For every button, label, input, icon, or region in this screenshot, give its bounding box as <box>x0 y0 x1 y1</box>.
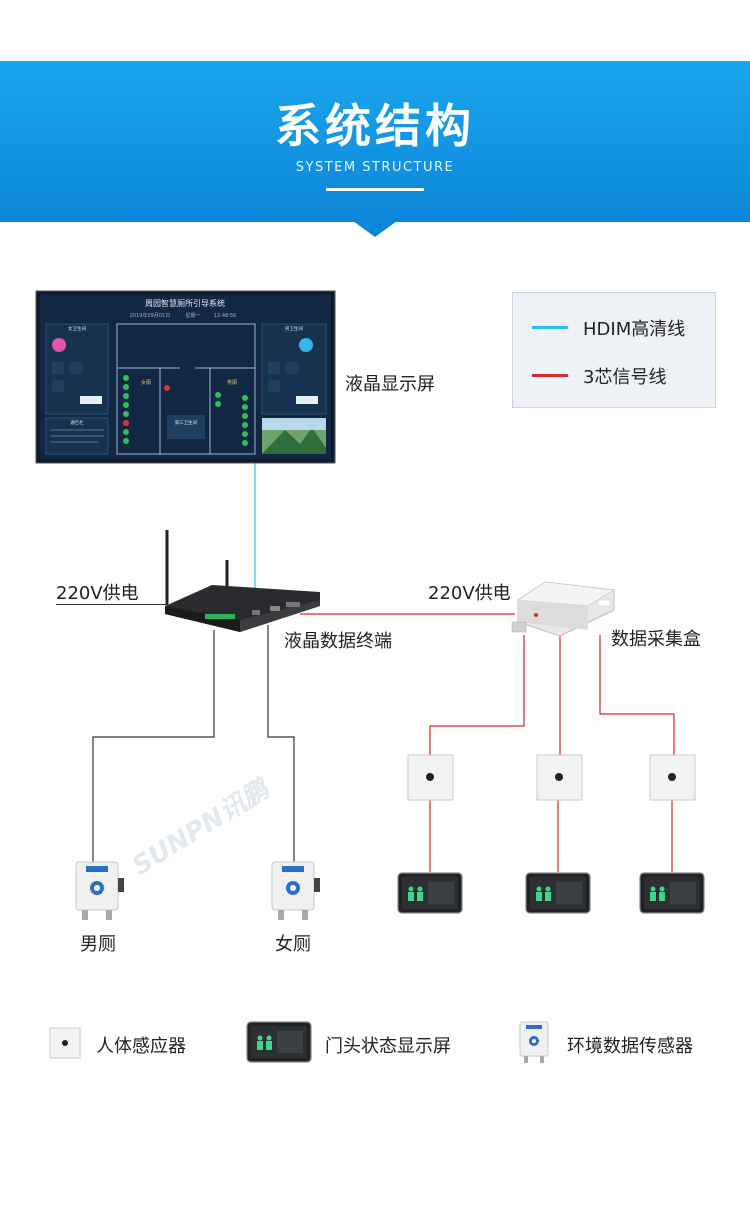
legend-door-display-label: 门头状态显示屏 <box>325 1036 451 1057</box>
motion-sensor-1 <box>407 754 454 801</box>
legend-motion-sensor-label: 人体感应器 <box>96 1036 186 1057</box>
door-display-3 <box>639 872 705 914</box>
sensor-left-label: 男厕 <box>80 934 116 955</box>
sensor-right-label: 女厕 <box>275 934 311 955</box>
screen-notice-title: 通告栏 <box>70 419 84 426</box>
title-underline <box>326 188 424 191</box>
lcd-data-terminal <box>165 530 320 632</box>
motion-sensor-2 <box>536 754 583 801</box>
door-display-1 <box>397 872 463 914</box>
page-title: 系统结构 <box>275 99 475 153</box>
env-sensor-icon <box>519 1021 549 1063</box>
wire-right-sensor <box>267 625 295 862</box>
screen-women-label: 女厕 <box>141 379 151 386</box>
door-display-icon <box>246 1021 312 1063</box>
env-sensor-left <box>75 861 124 920</box>
motion-sensor-icon <box>49 1027 81 1059</box>
screen-bottom-room: 第三卫生间 <box>175 419 198 426</box>
terminal-power-label: 220V供电 <box>56 583 139 604</box>
env-sensor-right <box>271 861 320 920</box>
collector-power-label: 220V供电 <box>428 583 511 604</box>
data-collection-box <box>511 581 616 637</box>
screen-weekday: 星期一 <box>185 313 200 319</box>
door-display-2 <box>525 872 591 914</box>
screen-right-panel-title: 男卫生间 <box>285 325 303 332</box>
screen-left-panel-title: 女卫生间 <box>68 325 86 332</box>
legend-env-sensor-label: 环境数据传感器 <box>567 1036 693 1057</box>
screen-men-label: 男厕 <box>227 380 237 386</box>
signal-line-1 <box>429 635 525 755</box>
screen-time: 12:48:56 <box>214 313 236 319</box>
legend-hdmi-line <box>532 326 568 329</box>
collector-label: 数据采集盒 <box>611 629 701 650</box>
terminal-power-underline <box>56 604 168 605</box>
legend-signal-line <box>532 374 568 377</box>
signal-line-3 <box>599 635 675 755</box>
wire-left-sensor <box>92 630 215 862</box>
lcd-display-screen: 周园智慧厕所引导系统 2019年09月01日 星期一 12:48:56 女卫生间… <box>35 290 336 464</box>
page-subtitle: SYSTEM STRUCTURE <box>295 160 455 175</box>
legend-signal-label: 3芯信号线 <box>583 367 667 388</box>
watermark: SUNPN讯鹏 <box>127 773 276 882</box>
motion-sensor-3 <box>649 754 696 801</box>
header-banner <box>0 61 750 222</box>
display-screen-label: 液晶显示屏 <box>345 374 435 395</box>
screen-title: 周园智慧厕所引导系统 <box>145 298 225 308</box>
legend-box: HDIM高清线 3芯信号线 <box>512 292 716 408</box>
legend-hdmi-label: HDIM高清线 <box>583 319 686 340</box>
terminal-label: 液晶数据终端 <box>284 631 392 652</box>
banner-pointer <box>353 221 397 237</box>
screen-date: 2019年09月01日 <box>130 312 170 319</box>
